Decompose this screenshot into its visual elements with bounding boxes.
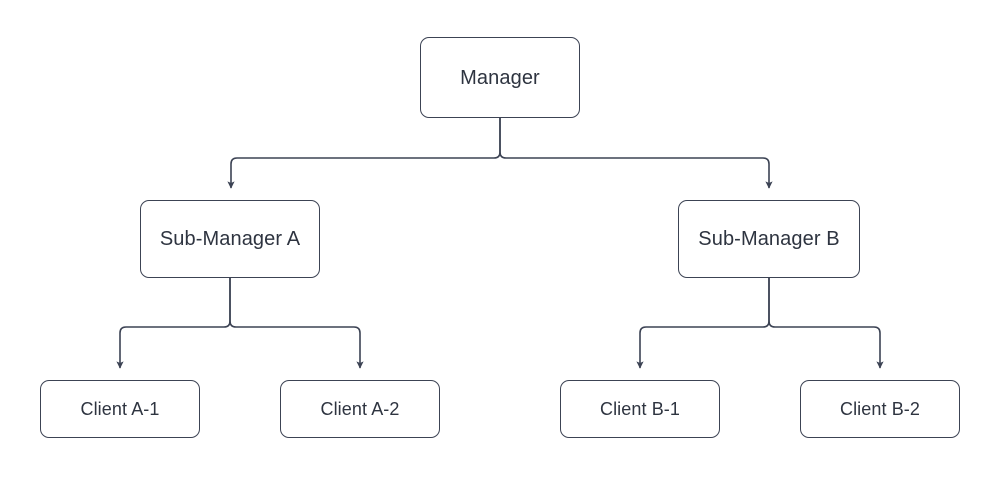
node-manager[interactable]: Manager bbox=[420, 37, 580, 118]
node-client-b2[interactable]: Client B-2 bbox=[800, 380, 960, 438]
edge-sub-b-to-client-b1 bbox=[636, 278, 770, 369]
edge-sub-a-to-client-a1 bbox=[116, 278, 231, 369]
node-sub-manager-b-label: Sub-Manager B bbox=[698, 228, 840, 250]
node-sub-manager-b[interactable]: Sub-Manager B bbox=[678, 200, 860, 278]
node-manager-label: Manager bbox=[460, 66, 540, 89]
node-sub-manager-a-label: Sub-Manager A bbox=[159, 228, 301, 250]
node-client-a1-label: Client A-1 bbox=[80, 399, 160, 419]
edge-sub-a-to-client-a2 bbox=[229, 278, 364, 369]
edge-manager-to-sub-b bbox=[499, 118, 773, 189]
node-client-b1[interactable]: Client B-1 bbox=[560, 380, 720, 438]
node-sub-manager-a[interactable]: Sub-Manager A bbox=[140, 200, 320, 278]
edge-manager-to-sub-a bbox=[227, 118, 501, 189]
node-client-b2-label: Client B-2 bbox=[839, 399, 921, 419]
node-client-b1-label: Client B-1 bbox=[599, 399, 681, 419]
node-client-a1[interactable]: Client A-1 bbox=[40, 380, 200, 438]
edge-sub-b-to-client-b2 bbox=[768, 278, 884, 369]
node-client-a2-label: Client A-2 bbox=[320, 399, 400, 419]
node-client-a2[interactable]: Client A-2 bbox=[280, 380, 440, 438]
